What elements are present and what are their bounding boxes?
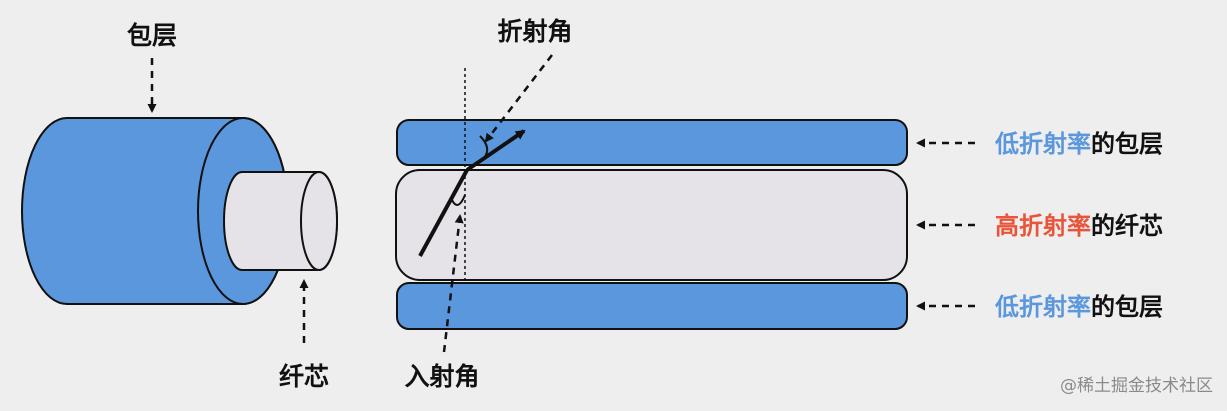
legend-core-highlight: 高折射率 bbox=[995, 212, 1091, 240]
fiber-cylinder bbox=[21, 117, 338, 305]
core-front-face bbox=[300, 171, 338, 271]
incidence-angle-arc bbox=[451, 194, 466, 206]
legend-top-cladding: 低折射率的包层 bbox=[994, 130, 1163, 158]
bottom-cladding-layer bbox=[396, 282, 908, 330]
legend-bottom-rest: 的包层 bbox=[1091, 293, 1163, 321]
core-layer bbox=[395, 169, 908, 281]
legend-bottom-highlight: 低折射率 bbox=[994, 293, 1091, 321]
label-cladding: 包层 bbox=[127, 21, 177, 50]
fiber-cross-section bbox=[395, 119, 908, 330]
watermark: @稀土掘金技术社区 bbox=[1060, 376, 1213, 396]
label-incidence-angle: 入射角 bbox=[404, 362, 479, 391]
incident-ray bbox=[418, 169, 469, 257]
label-refraction-angle: 折射角 bbox=[497, 17, 572, 46]
legend-core-rest: 的纤芯 bbox=[1091, 212, 1163, 240]
legend-core: 高折射率的纤芯 bbox=[995, 212, 1163, 240]
refraction-angle-arc bbox=[479, 135, 489, 159]
legend-top-rest: 的包层 bbox=[1091, 130, 1163, 158]
top-cladding-layer bbox=[396, 119, 908, 166]
refracted-ray bbox=[465, 129, 526, 172]
refraction-angle-pointer bbox=[484, 54, 553, 143]
legend-bottom-cladding: 低折射率的包层 bbox=[994, 293, 1163, 321]
legend-top-highlight: 低折射率 bbox=[994, 130, 1091, 158]
label-core: 纤芯 bbox=[279, 362, 329, 391]
incidence-angle-pointer bbox=[442, 214, 464, 353]
